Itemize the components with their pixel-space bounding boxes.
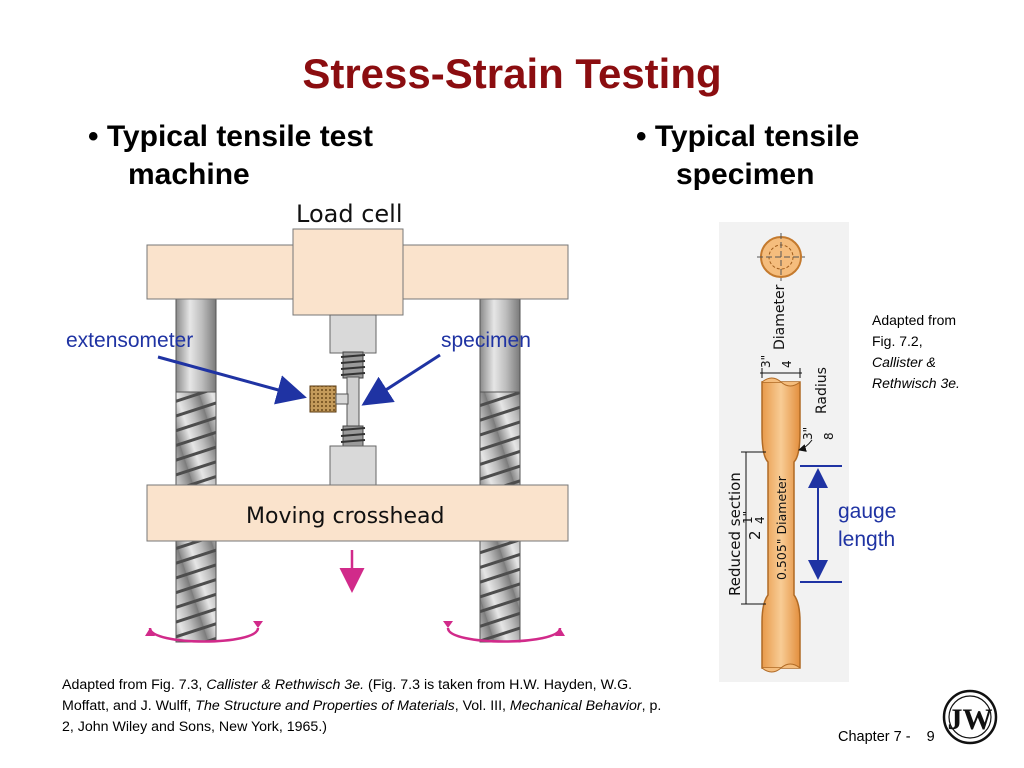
adapted-line3: Callister &	[872, 354, 936, 370]
caption-italic1: Callister & Rethwisch 3e.	[206, 677, 365, 693]
lower-thread-lines	[340, 427, 366, 443]
specimen-pointer	[361, 353, 441, 406]
inner-diameter-label: 0.505" Diameter	[774, 475, 789, 580]
left-rotation-arrowhead-b	[253, 621, 263, 628]
right-rotation-arrow	[446, 627, 562, 643]
extensometer-label: extensometer	[66, 329, 194, 352]
radius-arrow	[798, 439, 813, 452]
left-rotation-arrowhead-a	[145, 628, 155, 636]
top-diameter-ticks	[761, 368, 801, 378]
right-column-upper	[479, 296, 521, 394]
reduced-section-ticks	[741, 451, 766, 605]
caption-part3: , Vol. III,	[454, 698, 510, 714]
footer-chapter: Chapter 7 - 9	[838, 729, 935, 745]
lower-grip	[329, 445, 377, 487]
gauge-length-line1: gauge	[838, 500, 897, 523]
load-cell-label: Load cell	[296, 200, 403, 228]
crosshead-label: Moving crosshead	[246, 504, 444, 529]
reduced-section-numerator: 1"	[741, 511, 755, 524]
extensometer-arm	[335, 393, 349, 405]
load-cell-block	[292, 228, 404, 316]
bullet-specimen: • Typical tensile specimen	[636, 118, 859, 194]
left-rotation-arrow	[148, 627, 260, 643]
caption-part1: Adapted from Fig. 7.3,	[62, 677, 207, 693]
diameter-top-label: Diameter	[772, 284, 788, 350]
adapted-line1: Adapted from	[872, 312, 957, 328]
radius-label: Radius	[814, 367, 830, 414]
caption-part4: , p. 2, John Wiley and Sons, New York, 1…	[62, 698, 662, 735]
adapted-line2: Fig. 7.2,	[872, 333, 923, 349]
diameter-top-value: 3"	[759, 355, 773, 368]
caption-italic3: Mechanical Behavior	[509, 698, 642, 714]
figure-caption: Adapted from Fig. 7.3, Callister & Rethw…	[62, 675, 672, 738]
left-column-upper	[175, 296, 217, 394]
wiley-logo-letters: JW	[948, 703, 993, 736]
gauge-length-line2: length	[838, 528, 896, 551]
moving-crosshead	[146, 484, 569, 542]
extensometer-pointer	[157, 355, 307, 405]
reduced-section-whole: 2	[746, 530, 764, 540]
specimen-label: specimen	[441, 329, 531, 352]
reduced-section-denominator: 4	[753, 516, 767, 524]
radius-value: 3"	[801, 427, 815, 440]
reduced-section-label: Reduced section	[726, 472, 744, 596]
diameter-top-denominator: 4	[780, 360, 794, 368]
specimen-bottom-break	[761, 663, 801, 673]
right-rotation-arrowhead-a	[443, 621, 453, 628]
bullet-machine: • Typical tensile test machine	[88, 118, 373, 194]
caption-part2: (Fig. 7.3 is taken from H.W. Hayden, W.G…	[62, 677, 633, 714]
specimen-top-break	[761, 377, 801, 387]
footer-page-number: 9	[926, 729, 935, 745]
caption-italic2: The Structure and Properties of Material…	[195, 698, 455, 714]
upper-thread-lines	[340, 354, 366, 376]
adapted-line4: Rethwisch 3e.	[872, 375, 960, 391]
bullet-machine-line1: • Typical tensile test	[88, 120, 374, 153]
bullet-specimen-line1: • Typical tensile	[636, 120, 860, 153]
gauge-length-label: gauge length	[838, 498, 896, 554]
slide-title: Stress-Strain Testing	[302, 50, 722, 97]
bullet-machine-line2: machine	[128, 158, 250, 191]
upper-grip	[329, 314, 377, 354]
top-beam-right	[399, 244, 569, 300]
radius-denominator: 8	[822, 432, 836, 440]
footer-chapter-label: Chapter 7 -	[838, 729, 911, 745]
top-beam-left	[146, 244, 308, 300]
right-rotation-arrowhead-b	[555, 628, 565, 636]
adapted-from-specimen-note: Adapted from Fig. 7.2, Callister & Rethw…	[872, 310, 960, 394]
bullet-specimen-line2: specimen	[676, 158, 815, 191]
